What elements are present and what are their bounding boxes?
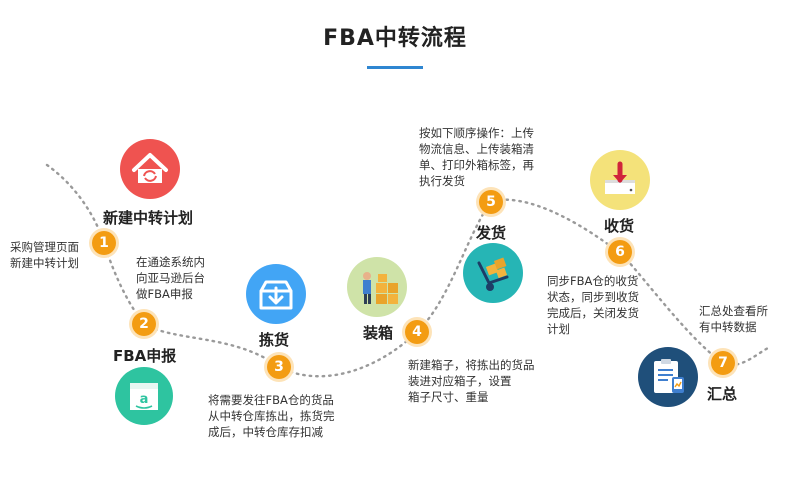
step-3-icon-circle xyxy=(246,264,306,324)
step-3-label: 拣货 xyxy=(259,331,290,349)
svg-text:a: a xyxy=(140,392,149,407)
step-1-number: 1 xyxy=(92,231,116,255)
inbox-arrow-icon xyxy=(605,161,635,194)
step-6-number: 6 xyxy=(608,240,632,264)
step-5-icon-circle xyxy=(463,243,523,303)
step-1-desc: 采购管理页面新建中转计划 xyxy=(10,240,79,270)
step-7-desc: 汇总处查看所有中转数据 xyxy=(699,304,768,334)
step-6-label: 收货 xyxy=(604,217,635,235)
step-1-icon-circle xyxy=(120,139,180,199)
step-6-desc: 同步FBA仓的收货状态，同步到收货完成后，关闭发货计划 xyxy=(547,274,639,336)
step-2-label: FBA申报 xyxy=(113,347,177,365)
download-box-icon xyxy=(259,280,293,310)
step-5-label: 发货 xyxy=(476,224,507,242)
step-7-label: 汇总 xyxy=(707,385,738,403)
step-3-number: 3 xyxy=(267,355,291,379)
page-title: FBA中转流程 xyxy=(323,26,467,51)
title-underline xyxy=(367,66,423,69)
step-6-icon-circle xyxy=(590,150,650,210)
step-7-icon-circle xyxy=(638,347,698,407)
step-5-desc: 按如下顺序操作：上传物流信息、上传装箱清单、打印外箱标签，再执行发货 xyxy=(419,126,534,188)
step-7-number: 7 xyxy=(711,351,735,375)
step-4-icon-circle xyxy=(347,257,407,317)
step-2-desc: 在通途系统内向亚马逊后台做FBA申报 xyxy=(136,255,205,301)
step-4-desc: 新建箱子，将拣出的货品装进对应箱子，设置箱子尺寸、重量 xyxy=(408,358,535,404)
step-4-number: 4 xyxy=(405,320,429,344)
step-5-number: 5 xyxy=(479,190,503,214)
step-1-label: 新建中转计划 xyxy=(103,209,194,227)
step-2-number: 2 xyxy=(132,312,156,336)
report-clipboard-icon xyxy=(654,359,684,393)
step-3-desc: 将需要发往FBA仓的货品从中转仓库拣出，拣货完成后，中转仓库存扣减 xyxy=(208,393,335,439)
step-2-icon-circle: a xyxy=(115,367,173,425)
home-sync-icon xyxy=(132,153,168,183)
amazon-box-icon: a xyxy=(130,383,158,410)
worker-boxes-icon xyxy=(363,272,398,304)
hand-truck-icon xyxy=(477,257,509,291)
step-4-label: 装箱 xyxy=(363,324,394,342)
